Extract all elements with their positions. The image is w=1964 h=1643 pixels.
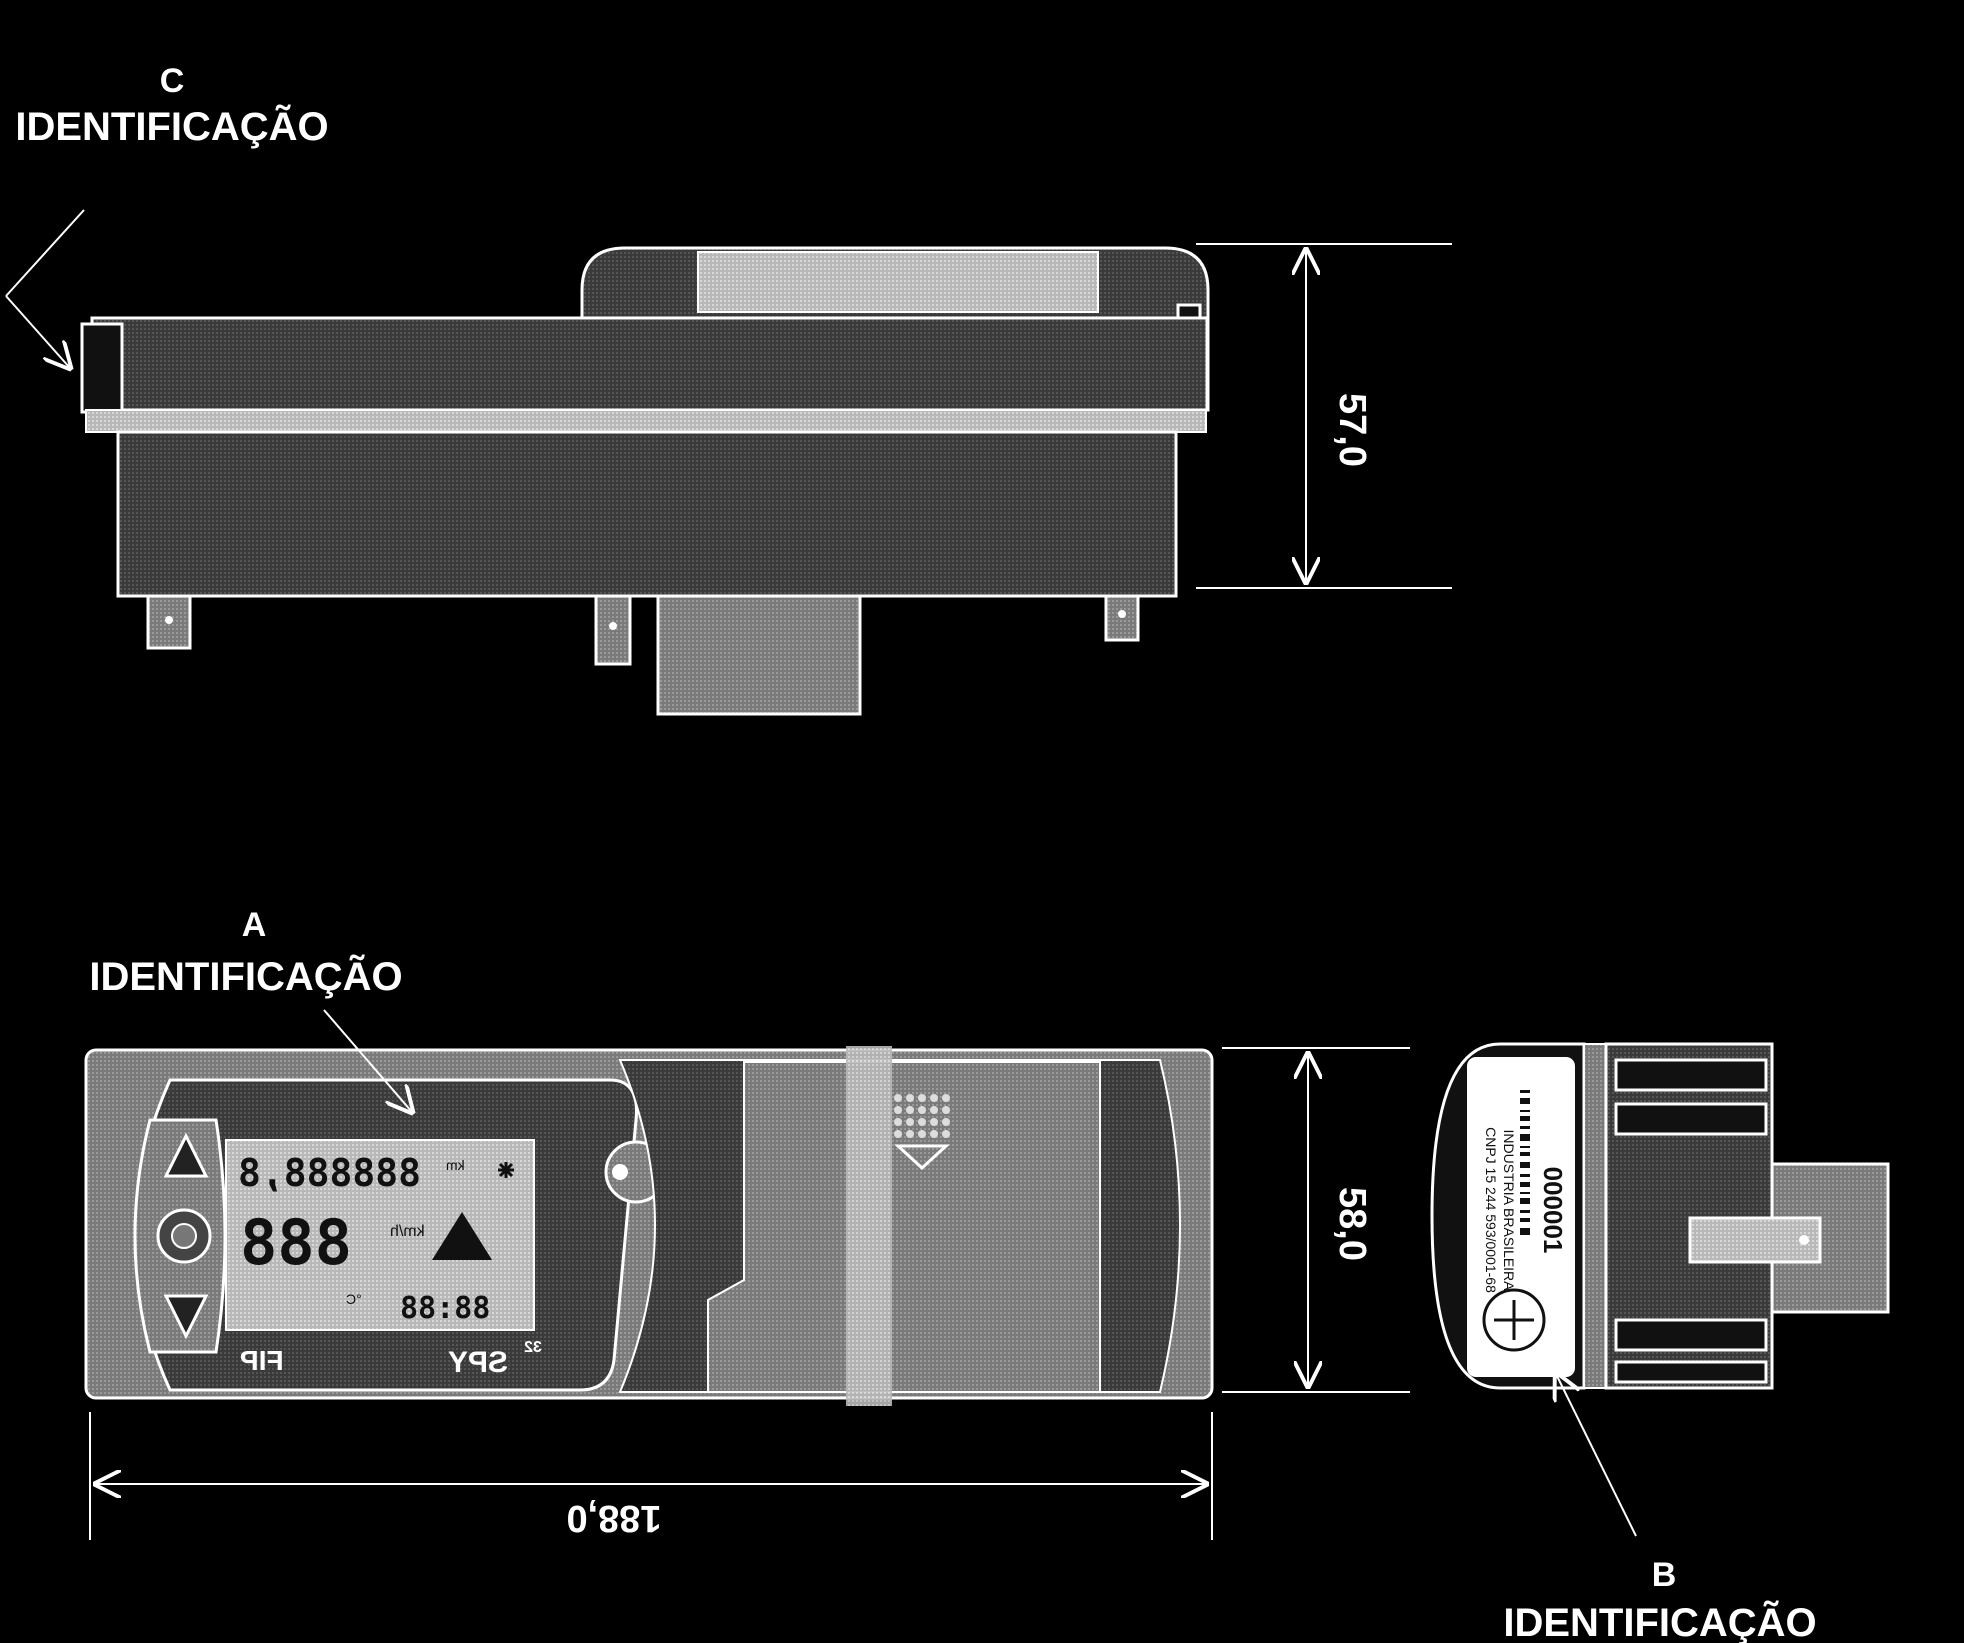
front-view-model: SPY [448, 1346, 508, 1379]
lcd-odometer-unit: km [446, 1157, 465, 1173]
end-view-tab [1688, 1216, 1822, 1264]
identification-c-label: C IDENTIFICAÇÃO [5, 62, 329, 368]
side-view-lower-body [116, 430, 1178, 598]
dimension-height-front-value: 58,0 [1331, 1187, 1373, 1261]
front-view-model-superscript: 32 [524, 1339, 542, 1356]
down-arrow-icon [894, 1144, 950, 1171]
front-view-brand: FIP [240, 1345, 284, 1376]
end-view-plug [1770, 1162, 1890, 1314]
lcd-clock: 88:88 [400, 1291, 490, 1326]
identification-c-letter: C [160, 62, 185, 100]
side-view-left-clip [80, 322, 124, 414]
led-matrix-icon [894, 1094, 950, 1138]
lcd-odometer: 888888,8 [238, 1151, 421, 1195]
identification-b-leader [1556, 1374, 1637, 1537]
front-view-vertical-sheen [846, 1046, 892, 1406]
side-view-pins [146, 594, 1140, 666]
front-view-device: 888888,8 km 888 km/h 88:88 °C FIP SPY 32 [84, 1046, 1214, 1406]
button-up-icon[interactable] [163, 1132, 209, 1178]
side-view-bottom-box [656, 594, 862, 716]
dimension-height-side-value: 57,0 [1331, 393, 1373, 467]
end-view-tag-line1: CNPJ 15 244 593/0001-68 [1483, 1127, 1499, 1293]
identification-c-word: IDENTIFICAÇÃO [15, 103, 328, 149]
barcode-icon [1520, 1090, 1530, 1235]
snowflake-icon [498, 1162, 514, 1178]
front-view-center-plate [707, 1061, 1101, 1393]
end-view-tag-line2: INDUSTRIA BRASILEIRA [1501, 1129, 1517, 1291]
lcd-temp-unit: °C [346, 1291, 362, 1307]
dimension-width-front: 188,0 [89, 1412, 1213, 1540]
side-view-device [80, 246, 1210, 716]
identification-a-letter: A [242, 906, 267, 944]
lcd-speed-unit: km/h [390, 1223, 425, 1240]
side-view-window [697, 251, 1099, 313]
identification-c-leader [5, 209, 85, 297]
lcd-screen [225, 1139, 535, 1331]
lcd-speed: 888 [240, 1206, 352, 1279]
identification-b-word: IDENTIFICAÇÃO [1503, 1599, 1816, 1643]
warning-triangle-icon [432, 1212, 492, 1260]
side-view-upper-bar [90, 316, 1209, 412]
side-view-seam [85, 409, 1207, 433]
identification-b-label: B IDENTIFICAÇÃO [1503, 1374, 1817, 1643]
identification-b-letter: B [1652, 1556, 1677, 1594]
dimension-height-side: 57,0 [1196, 243, 1452, 589]
dimension-width-front-value: 188,0 [566, 1497, 661, 1539]
identification-a-leader [323, 1009, 412, 1112]
end-view-device: 000001 CNPJ 15 244 593/0001-68 INDUSTRIA… [1430, 1042, 1890, 1390]
button-down-icon[interactable] [163, 1294, 209, 1340]
identification-a-label: A IDENTIFICAÇÃO [89, 906, 412, 1112]
end-view-body [1583, 1043, 1607, 1389]
dimension-height-front: 58,0 [1222, 1047, 1410, 1393]
identification-a-word: IDENTIFICAÇÃO [89, 953, 402, 999]
end-view-tag-code: 000001 [1538, 1167, 1568, 1254]
lcd-readouts: 888888,8 km 888 km/h 88:88 °C [238, 1151, 514, 1326]
end-view-fins [1614, 1058, 1768, 1384]
